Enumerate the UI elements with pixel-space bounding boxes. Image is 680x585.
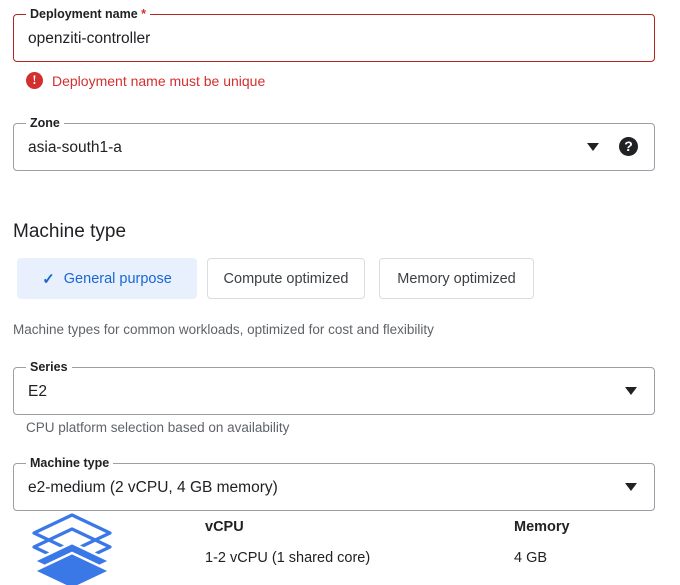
chevron-down-icon[interactable]	[625, 483, 637, 491]
chip-general-purpose-label: General purpose	[63, 270, 172, 287]
spec-value-memory: 4 GB	[514, 550, 548, 566]
deployment-name-label: Deployment name *	[26, 7, 151, 21]
error-exclamation-icon: !	[26, 72, 43, 89]
chip-general-purpose[interactable]: ✓ General purpose	[17, 258, 197, 299]
machine-type-dropdown[interactable]: Machine type e2-medium (2 vCPU, 4 GB mem…	[13, 456, 655, 511]
chip-memory-optimized[interactable]: Memory optimized	[379, 258, 534, 299]
help-question-icon[interactable]: ?	[619, 137, 638, 156]
zone-label: Zone	[26, 116, 64, 130]
zone-value: asia-south1-a	[28, 139, 122, 156]
stacked-layers-icon	[32, 513, 112, 585]
chip-compute-optimized-label: Compute optimized	[223, 270, 349, 287]
series-label: Series	[26, 360, 72, 374]
machine-type-value: e2-medium (2 vCPU, 4 GB memory)	[28, 479, 278, 496]
deployment-name-value[interactable]: openziti-controller	[28, 30, 151, 47]
zone-dropdown[interactable]: Zone asia-south1-a	[13, 116, 655, 171]
chip-compute-optimized[interactable]: Compute optimized	[207, 258, 365, 299]
page-title: Machine type	[13, 221, 127, 242]
chevron-down-icon[interactable]	[625, 387, 637, 395]
required-asterisk: *	[141, 7, 147, 21]
chip-memory-optimized-label: Memory optimized	[397, 270, 516, 287]
series-dropdown[interactable]: Series E2	[13, 360, 655, 415]
spec-header-vcpu: vCPU	[205, 519, 244, 535]
machine-type-label: Machine type	[26, 456, 114, 470]
deployment-name-error: ! Deployment name must be unique	[26, 72, 265, 89]
machine-type-description: Machine types for common workloads, opti…	[13, 322, 434, 337]
chevron-down-icon[interactable]	[587, 143, 599, 151]
series-helper-text: CPU platform selection based on availabi…	[26, 420, 290, 435]
check-icon: ✓	[42, 270, 55, 288]
spec-value-vcpu: 1-2 vCPU (1 shared core)	[205, 550, 371, 566]
deployment-name-field[interactable]: Deployment name * openziti-controller	[13, 7, 655, 62]
spec-header-memory: Memory	[514, 519, 570, 535]
series-value: E2	[28, 383, 47, 400]
error-message-text: Deployment name must be unique	[52, 72, 266, 89]
